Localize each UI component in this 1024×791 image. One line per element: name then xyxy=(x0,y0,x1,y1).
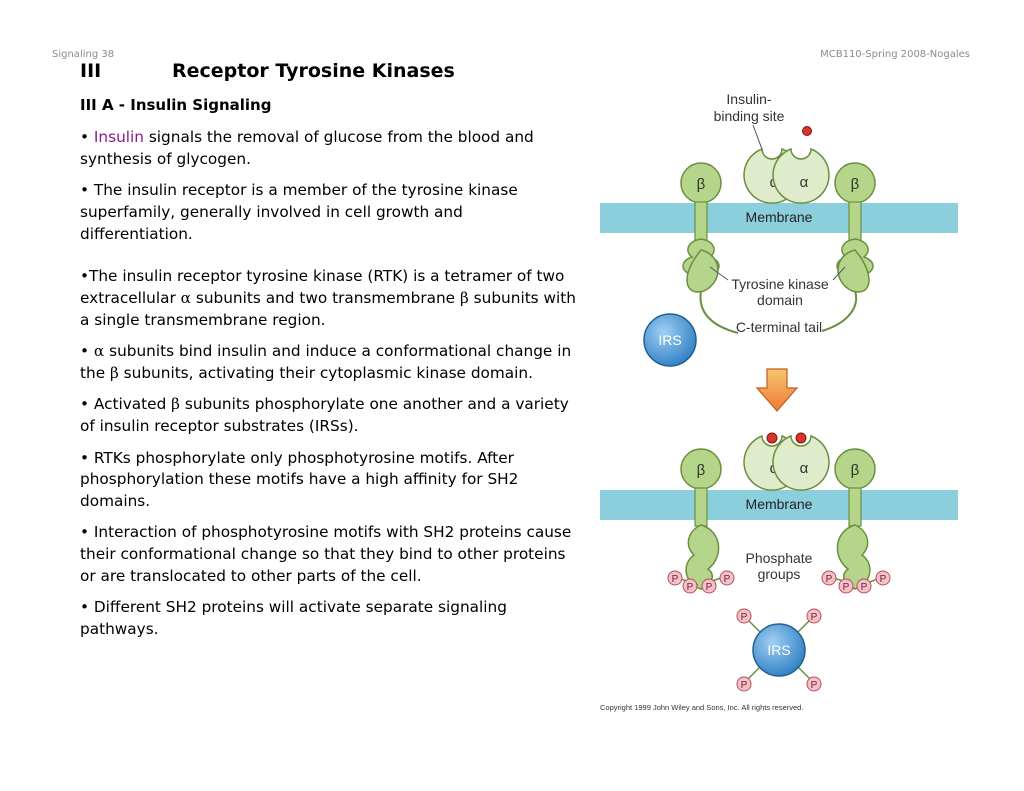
membrane-label: Membrane xyxy=(746,209,813,225)
insulin-molecule xyxy=(802,126,812,136)
tyrosine-kinase-label-2: domain xyxy=(757,292,803,308)
membrane-label: Membrane xyxy=(746,496,813,512)
insulin-keyword: Insulin xyxy=(93,128,144,146)
receptor-phosphates: P P P P P P P P xyxy=(667,570,891,594)
section-title: Receptor Tyrosine Kinases xyxy=(172,60,455,82)
svg-text:P: P xyxy=(724,574,731,585)
copyright-notice: Copyright 1999 John Wiley and Sons, Inc.… xyxy=(600,703,803,712)
insulin-binding-label-2: binding site xyxy=(714,108,785,124)
bound-insulin-left xyxy=(766,432,778,444)
svg-text:P: P xyxy=(826,574,833,585)
c-terminal-tail-label: C-terminal tail xyxy=(736,319,822,335)
svg-text:β: β xyxy=(851,462,860,479)
bullet-list: • Insulin signals the removal of glucose… xyxy=(80,127,580,650)
slide-number: Signaling 38 xyxy=(52,49,115,60)
irs-protein xyxy=(752,623,806,677)
svg-text:β: β xyxy=(697,462,706,479)
inactive-receptor-panel: Insulin- binding site Membrane β β α α T… xyxy=(600,91,958,367)
section-number: III xyxy=(80,60,102,82)
bullet-6: • RTKs phosphorylate only phosphotyrosin… xyxy=(80,448,519,511)
transmembrane-segment-right xyxy=(848,201,862,241)
slide-title: III Receptor Tyrosine Kinases xyxy=(80,60,455,82)
phosphorylated-irs: IRS P P P P xyxy=(736,608,822,692)
beta-symbol: β xyxy=(459,289,469,308)
alpha-subunit-right xyxy=(772,434,830,491)
svg-text:α: α xyxy=(800,174,809,191)
svg-text:P: P xyxy=(672,574,679,585)
svg-text:α: α xyxy=(800,460,809,477)
bullet-5: • Activated β subunits phosphorylate one… xyxy=(80,395,569,436)
irs-protein xyxy=(643,313,697,367)
c-terminal-tail-left xyxy=(699,290,739,334)
transmembrane-segment-left xyxy=(694,201,708,241)
irs-label: IRS xyxy=(767,642,790,658)
svg-text:P: P xyxy=(687,582,694,593)
bullet-4: • α subunits bind insulin and induce a c… xyxy=(80,342,572,383)
svg-text:β: β xyxy=(697,176,706,193)
svg-text:β: β xyxy=(851,176,860,193)
tyrosine-kinase-label-1: Tyrosine kinase xyxy=(731,276,828,292)
c-terminal-tail-right xyxy=(821,290,858,332)
svg-text:P: P xyxy=(880,574,887,585)
insulin-binding-label-1: Insulin- xyxy=(726,91,771,107)
alpha-symbol: α xyxy=(180,289,191,308)
svg-text:P: P xyxy=(811,612,818,623)
svg-text:P: P xyxy=(706,582,713,593)
bullet-2: • The insulin receptor is a member of th… xyxy=(80,181,518,243)
active-receptor-panel: Membrane β β α α Phosphate groups xyxy=(600,432,958,692)
membrane xyxy=(600,203,958,233)
svg-text:P: P xyxy=(843,582,850,593)
beta-symbol: β xyxy=(109,364,119,383)
bullet-8: • Different SH2 proteins will activate s… xyxy=(80,598,507,639)
course-label: MCB110-Spring 2008-Nogales xyxy=(820,49,970,60)
bullet-3: •The insulin receptor tyrosine kinase (R… xyxy=(80,267,576,330)
phosphate-groups-label-1: Phosphate xyxy=(746,550,813,566)
alpha-subunit-right xyxy=(772,147,830,204)
beta-symbol: β xyxy=(171,395,180,414)
bullet-1: • Insulin signals the removal of glucose… xyxy=(80,128,534,168)
irs-label: IRS xyxy=(658,332,681,348)
alpha-symbol: α xyxy=(93,342,105,361)
subsection-title: III A - Insulin Signaling xyxy=(80,96,272,114)
svg-text:P: P xyxy=(861,582,868,593)
bullet-7: • Interaction of phosphotyrosine motifs … xyxy=(80,523,572,586)
svg-text:P: P xyxy=(811,680,818,691)
binding-site-pointer xyxy=(752,124,764,153)
svg-text:P: P xyxy=(741,680,748,691)
activation-arrow-icon xyxy=(755,368,799,412)
membrane xyxy=(600,490,958,520)
svg-text:P: P xyxy=(741,612,748,623)
insulin-receptor-diagram: Insulin- binding site Membrane β β α α T… xyxy=(600,91,958,712)
bound-insulin-right xyxy=(795,432,807,444)
phosphate-groups-label-2: groups xyxy=(758,566,801,582)
